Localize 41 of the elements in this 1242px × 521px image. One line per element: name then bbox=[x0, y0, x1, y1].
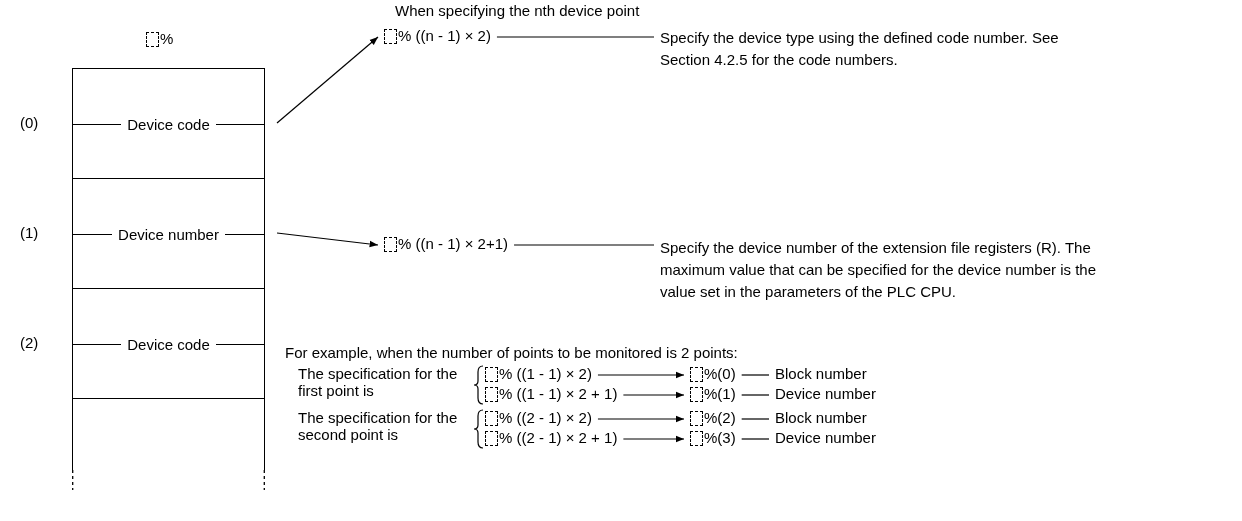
formula-text: % ((2 - 1) × 2 + 1) bbox=[499, 429, 618, 446]
formula-text: % ((n - 1) × 2+1) bbox=[398, 235, 509, 252]
formula-text: %(2) bbox=[704, 409, 736, 426]
arrow bbox=[597, 415, 685, 423]
formula-text: % ((1 - 1) × 2) bbox=[499, 365, 592, 382]
formula-text: %(0) bbox=[704, 365, 736, 382]
leader-line bbox=[741, 374, 770, 376]
row-label: The specification for the second point is bbox=[298, 409, 458, 443]
meaning-text: Block number bbox=[775, 365, 867, 382]
formula-text: %(3) bbox=[704, 429, 736, 446]
offset-label: (1) bbox=[20, 224, 39, 241]
meaning-text: Block number bbox=[775, 409, 867, 426]
arrow bbox=[622, 435, 685, 443]
formula-text: % ((1 - 1) × 2 + 1) bbox=[499, 385, 618, 402]
memory-table bbox=[72, 30, 265, 490]
leader-line bbox=[496, 36, 655, 38]
table-heading: % bbox=[160, 30, 174, 47]
formula-text: %(1) bbox=[704, 385, 736, 402]
leader-line bbox=[741, 394, 770, 396]
meaning-text: Device number bbox=[775, 429, 876, 446]
description-text: Specify the device type using the defined code number. See Section 4.2.5 for the code numbers. bbox=[660, 29, 1059, 68]
note-text: When specifying the nth device point bbox=[395, 2, 640, 19]
arrow bbox=[276, 232, 379, 248]
memory-cell bbox=[72, 178, 265, 288]
leader-line bbox=[513, 244, 655, 246]
meaning-text: Device number bbox=[775, 385, 876, 402]
description-text: Specify the device number of the extension file registers (R). The maximum value that can be specified for the device number is the value set in the parameters of the PLC CPU. bbox=[660, 239, 1097, 300]
memory-cell bbox=[72, 288, 265, 398]
empty-cell bbox=[72, 398, 265, 470]
memory-cell bbox=[72, 68, 265, 178]
arrow bbox=[597, 371, 685, 379]
offset-label: (0) bbox=[20, 114, 39, 131]
note-text: For example, when the number of points to be monitored is 2 points: bbox=[285, 344, 738, 361]
formula-text: % ((2 - 1) × 2) bbox=[499, 409, 592, 426]
leader-line bbox=[741, 438, 770, 440]
arrow bbox=[622, 391, 685, 399]
formula-text: % ((n - 1) × 2) bbox=[398, 27, 491, 44]
row-label: The specification for the first point is bbox=[298, 365, 458, 399]
offset-label: (2) bbox=[20, 334, 39, 351]
leader-line bbox=[741, 418, 770, 420]
arrow bbox=[276, 36, 379, 124]
